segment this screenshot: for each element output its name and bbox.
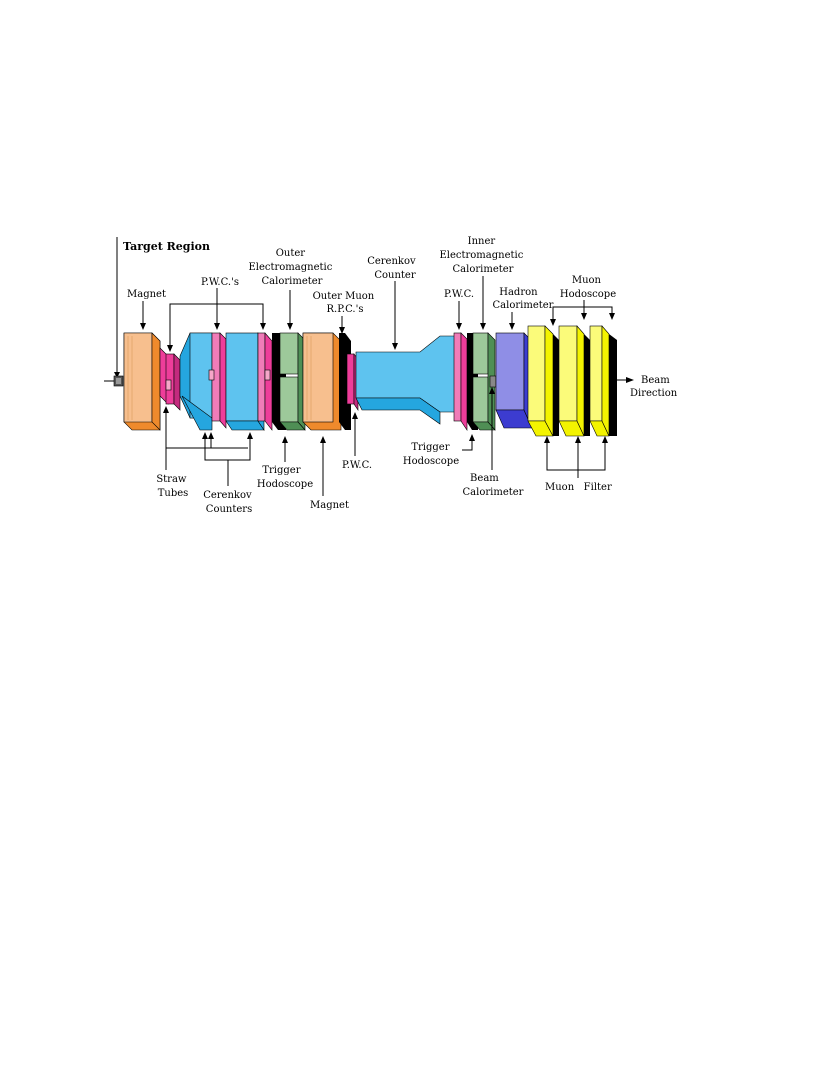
label-cerenkov-counters: Cerenkov Counters [203, 490, 255, 515]
label-trigger-hodoscope-right: Trigger Hodoscope [403, 442, 459, 467]
cerenkov-counter-1 [179, 332, 213, 431]
cerenkov-counter-large [355, 335, 463, 425]
pwc-plane-right [453, 332, 468, 431]
label-trigger-hodoscope-left: Trigger Hodoscope [257, 465, 313, 490]
muon-filter-3 [589, 325, 617, 437]
target-arrowhead [114, 372, 120, 378]
hadron-calorimeter [495, 332, 533, 429]
pwc-plane-2 [257, 332, 273, 431]
label-magnet-downstream: Magnet [310, 500, 349, 511]
muon-filter-2 [558, 325, 590, 437]
label-straw-tubes: Straw Tubes [156, 474, 189, 499]
label-pwc-bottom: P.W.C. [342, 460, 372, 471]
label-outer-em-cal: Outer Electromagnetic Calorimeter [248, 248, 335, 287]
label-beam-direction: Beam Direction [630, 375, 678, 399]
label-target-region: Target Region [123, 240, 210, 253]
straw-tubes-element [159, 347, 181, 411]
target-region [104, 237, 124, 387]
target-block-highlight [116, 378, 121, 384]
upstream-magnet [123, 332, 161, 431]
downstream-magnet [302, 332, 342, 431]
pwc-plane-1 [208, 332, 227, 429]
label-muon-filter: Muon Filter [545, 482, 612, 493]
label-pwc-right: P.W.C. [444, 289, 474, 300]
label-inner-em-cal: Inner Electromagnetic Calorimeter [439, 236, 526, 275]
label-cerenkov-counter: Cerenkov Counter [367, 256, 419, 281]
beam-calorimeter-block [489, 375, 497, 388]
leader-lines [140, 276, 634, 496]
label-muon-hodoscope: Muon Hodoscope [560, 275, 616, 300]
label-pwcs: P.W.C.'s [201, 277, 239, 288]
label-magnet-upstream: Magnet [127, 289, 166, 300]
label-outer-muon-rpc: Outer Muon R.P.C.'s [313, 291, 378, 315]
muon-filter-1 [527, 325, 559, 437]
label-hadron-cal: Hadron Calorimeter [493, 287, 554, 311]
label-beam-calorimeter: Beam Calorimeter [463, 473, 524, 498]
outer-em-calorimeter [279, 332, 306, 431]
